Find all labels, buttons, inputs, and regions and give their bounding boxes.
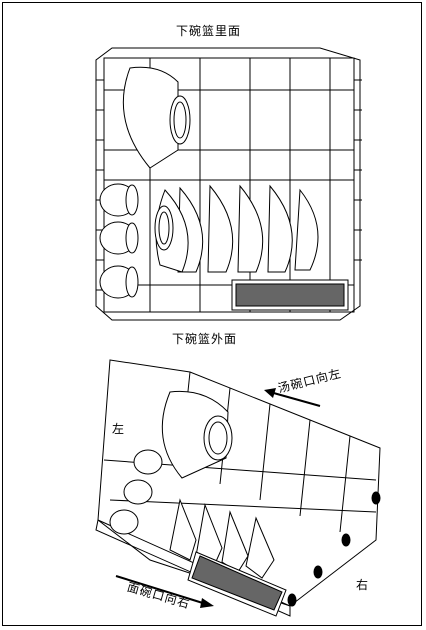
label-right: 右 (356, 578, 370, 592)
rack-perspective-wires (103, 371, 377, 533)
diagram-frame (2, 2, 422, 626)
direction-arrows (115, 388, 321, 608)
plates-perspective (169, 498, 275, 579)
label-left: 左 (112, 422, 126, 436)
rack-inner-frame (103, 57, 355, 313)
arrow-soup-bowl (269, 391, 321, 407)
cutlery-basket-perspective (187, 551, 287, 617)
title-outside: 下碗篮外面 (172, 332, 238, 346)
rack-wheels (287, 491, 381, 607)
cups-left-column (99, 183, 139, 299)
title-inside: 下碗篮里面 (176, 24, 242, 38)
cups-perspective (109, 449, 163, 535)
arrow-face-bowl (115, 575, 207, 605)
cutlery-basket-top (231, 279, 349, 311)
large-bowl-top (122, 66, 191, 169)
large-bowl-perspective (161, 390, 233, 479)
rack-side-tines (96, 79, 362, 291)
rack-outer-frame (95, 47, 361, 321)
bowl-row (154, 184, 319, 273)
